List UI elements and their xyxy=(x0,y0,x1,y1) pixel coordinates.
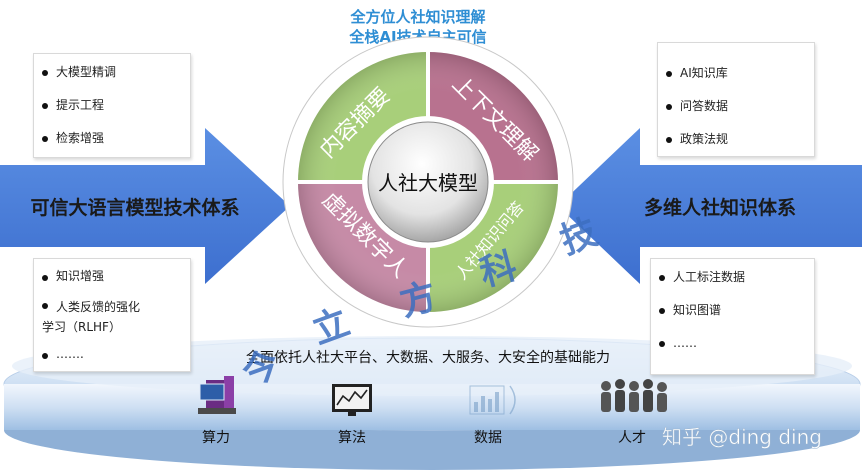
right-bottom-box: 人工标注数据 知识图谱 …… xyxy=(650,258,815,375)
list-item: AI知识库 xyxy=(658,57,814,90)
bar-data-icon xyxy=(469,385,516,415)
list-item: 政策法规 xyxy=(658,123,814,156)
list-item-line: 人类反馈的强化 xyxy=(56,300,141,314)
chart-monitor-icon xyxy=(332,384,372,416)
icon-label-talent: 人才 xyxy=(618,430,646,446)
left-top-box: 大模型精调 提示工程 检索增强 xyxy=(33,53,191,158)
right-arrow xyxy=(558,128,862,284)
icon-label-data: 数据 xyxy=(474,430,502,446)
wheel-center-label: 人社大模型 xyxy=(378,171,478,195)
list-item: 大模型精调 xyxy=(34,56,190,89)
list-item: …… xyxy=(651,327,814,360)
list-item-line: 学习（RLHF） xyxy=(42,320,121,334)
right-arrow-label: 多维人社知识体系 xyxy=(644,196,796,219)
list-item: 提示工程 xyxy=(34,89,190,122)
list-item: 检索增强 xyxy=(34,122,190,155)
people-icon xyxy=(601,379,667,412)
wheel xyxy=(282,36,574,328)
list-item: ……. xyxy=(34,339,190,369)
icon-label-compute: 算力 xyxy=(202,430,230,446)
foundation-text: 全面依托人社大平台、大数据、大服务、大安全的基础能力 xyxy=(246,349,610,366)
left-bottom-box: 知识增强 人类反馈的强化 学习（RLHF） ……. xyxy=(33,258,191,372)
left-arrow-label: 可信大语言模型技术体系 xyxy=(30,196,239,219)
icon-label-algorithm: 算法 xyxy=(338,430,366,446)
list-item: 问答数据 xyxy=(658,90,814,123)
list-item: 知识图谱 xyxy=(651,294,814,327)
list-item: 知识增强 xyxy=(34,261,190,291)
left-arrow xyxy=(0,128,290,284)
server-icon xyxy=(198,376,236,414)
right-top-box: AI知识库 问答数据 政策法规 xyxy=(657,42,815,157)
list-item: 人工标注数据 xyxy=(651,261,814,294)
zhihu-watermark: 知乎 @ding ding xyxy=(662,425,822,449)
header-line-1: 全方位人社知识理解 xyxy=(349,8,485,26)
list-item: 人类反馈的强化 学习（RLHF） xyxy=(34,291,190,339)
